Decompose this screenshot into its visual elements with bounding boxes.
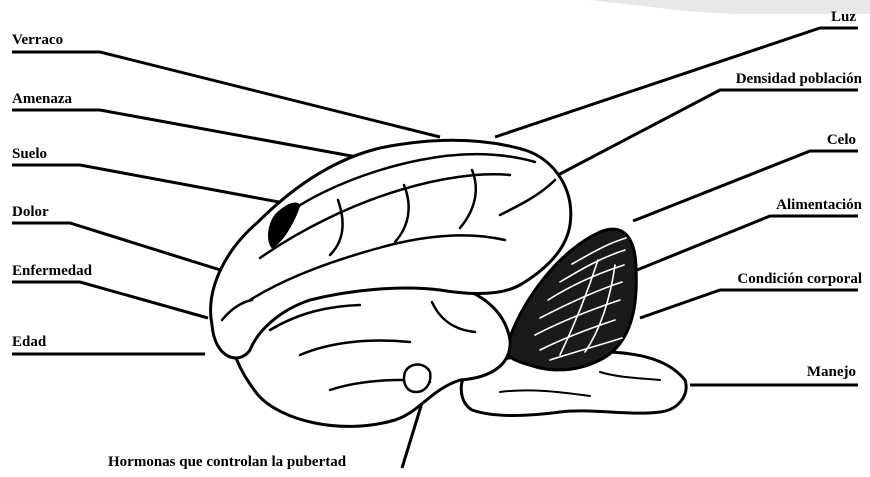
label-hormonas: Hormonas que controlan la pubertad [108,455,346,470]
label-dolor: Dolor [12,205,49,220]
corner-mark [590,0,870,14]
leader-verraco [12,52,440,137]
leader-alimentacion [637,216,858,270]
label-condicion-corporal: Condición corporal [737,272,862,287]
pituitary [404,365,430,393]
leader-densidad [558,90,858,175]
label-enfermedad: Enfermedad [12,264,92,279]
label-verraco: Verraco [12,33,63,48]
label-alimentacion: Alimentación [776,198,862,213]
label-edad: Edad [12,335,46,350]
label-suelo: Suelo [12,147,47,162]
leader-condicion [640,290,858,318]
brain-drawing [211,140,687,426]
label-densidad-poblacion: Densidad población [736,72,862,87]
label-amenaza: Amenaza [12,92,72,107]
label-luz: Luz [831,10,856,25]
leader-enfermedad [12,282,208,318]
label-celo: Celo [827,133,856,148]
label-manejo: Manejo [807,365,856,380]
leader-suelo [12,165,295,205]
leader-amenaza [12,110,357,157]
